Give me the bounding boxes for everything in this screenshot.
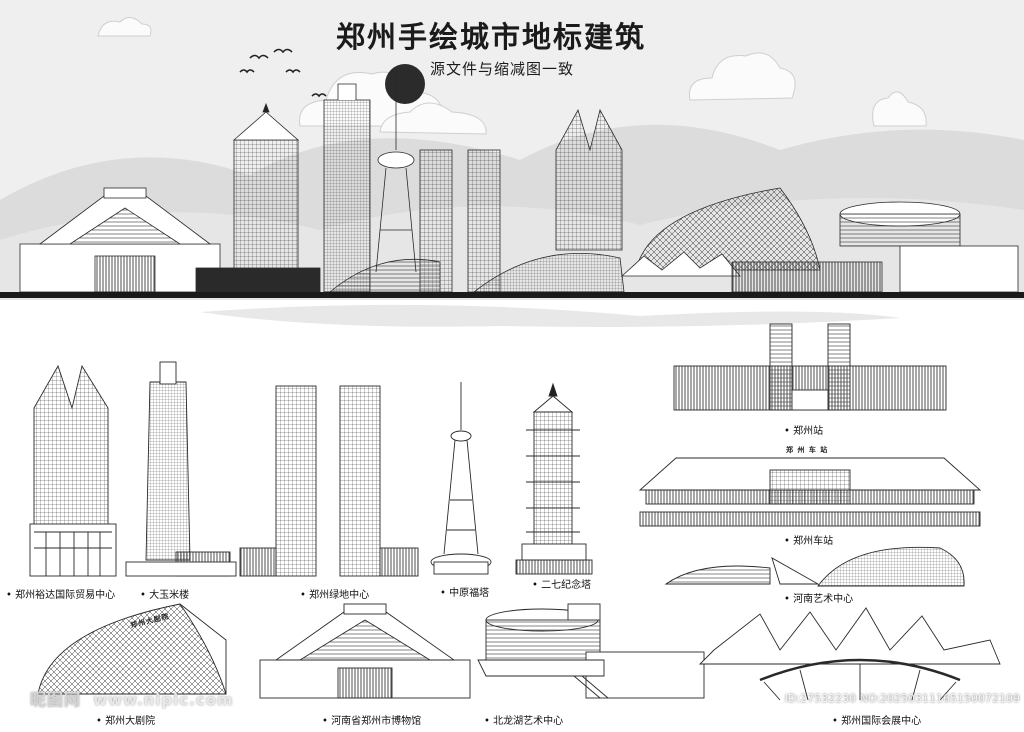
building-art-center xyxy=(664,546,965,587)
skyline-buildings xyxy=(19,70,1019,293)
watermark-left: 昵图网 www.nipic.com xyxy=(30,686,234,710)
building-theatre xyxy=(37,603,227,695)
building-zhongyuan xyxy=(430,382,492,575)
building-expo xyxy=(698,607,1001,701)
building-erqi xyxy=(515,382,593,575)
caption-zhongyuan: 中原福塔 xyxy=(440,584,489,599)
building-greenland xyxy=(239,385,419,577)
skyline-zhongyuan-tower xyxy=(375,70,417,273)
skyline-theatre xyxy=(635,187,821,271)
bird-icon xyxy=(311,93,327,98)
building-railway-station xyxy=(638,457,982,527)
bird-icon xyxy=(239,69,255,74)
skyline-greenland-right xyxy=(467,149,501,293)
cloud-icon xyxy=(97,17,152,37)
skyline-station xyxy=(731,261,883,293)
building-dayumi xyxy=(125,361,237,577)
watermark-url: www.nipic.com xyxy=(93,691,234,709)
watermark-id: ID:27532230 NO:20250311165150072109 xyxy=(784,692,1020,705)
cloud-icon xyxy=(872,91,927,127)
skyline-beilong xyxy=(839,201,1019,293)
caption-railway-station: 郑州车站 xyxy=(784,532,833,547)
skyline-art-pod xyxy=(472,253,625,293)
skyline-erqi-tower xyxy=(195,102,321,293)
building-yuda xyxy=(29,364,117,577)
building-station xyxy=(673,323,947,411)
skyline-dayumi xyxy=(323,83,371,293)
ground-line xyxy=(0,292,1024,298)
skyline-art-pod xyxy=(328,258,441,293)
skyline-yuda xyxy=(555,108,623,251)
railway-station-sign: 郑 州 车 站 xyxy=(786,445,829,454)
caption-station: 郑州站 xyxy=(784,422,823,437)
cloud-icon xyxy=(688,52,796,101)
caption-erqi: 二七纪念塔 xyxy=(532,576,591,591)
skyline-scene xyxy=(0,0,1024,327)
caption-art-center: 河南艺术中心 xyxy=(784,590,853,605)
building-museum xyxy=(259,603,471,699)
page-subtitle: 源文件与缩减图一致 xyxy=(430,60,575,78)
mist xyxy=(200,304,900,327)
cloud-icon xyxy=(379,102,487,135)
caption-museum: 河南省郑州市博物馆 xyxy=(322,712,421,727)
skyline-museum xyxy=(19,187,221,293)
caption-theatre: 郑州大剧院 xyxy=(96,712,155,727)
bird-icon xyxy=(249,54,269,60)
caption-expo: 郑州国际会展中心 xyxy=(832,712,921,727)
caption-dayumi: 大玉米楼 xyxy=(140,586,189,601)
caption-beilong: 北龙湖艺术中心 xyxy=(484,712,563,727)
building-catalog xyxy=(29,323,1001,701)
bird-icon xyxy=(285,69,301,74)
caption-greenland: 郑州绿地中心 xyxy=(300,586,369,601)
sun-icon xyxy=(385,64,425,104)
watermark-logo: 昵图网 xyxy=(30,690,82,709)
bird-icon xyxy=(273,48,293,54)
building-beilong xyxy=(477,603,705,699)
caption-yuda: 郑州裕达国际贸易中心 xyxy=(6,586,115,601)
bird-icons xyxy=(239,48,327,98)
page-title: 郑州手绘城市地标建筑 xyxy=(336,20,647,54)
